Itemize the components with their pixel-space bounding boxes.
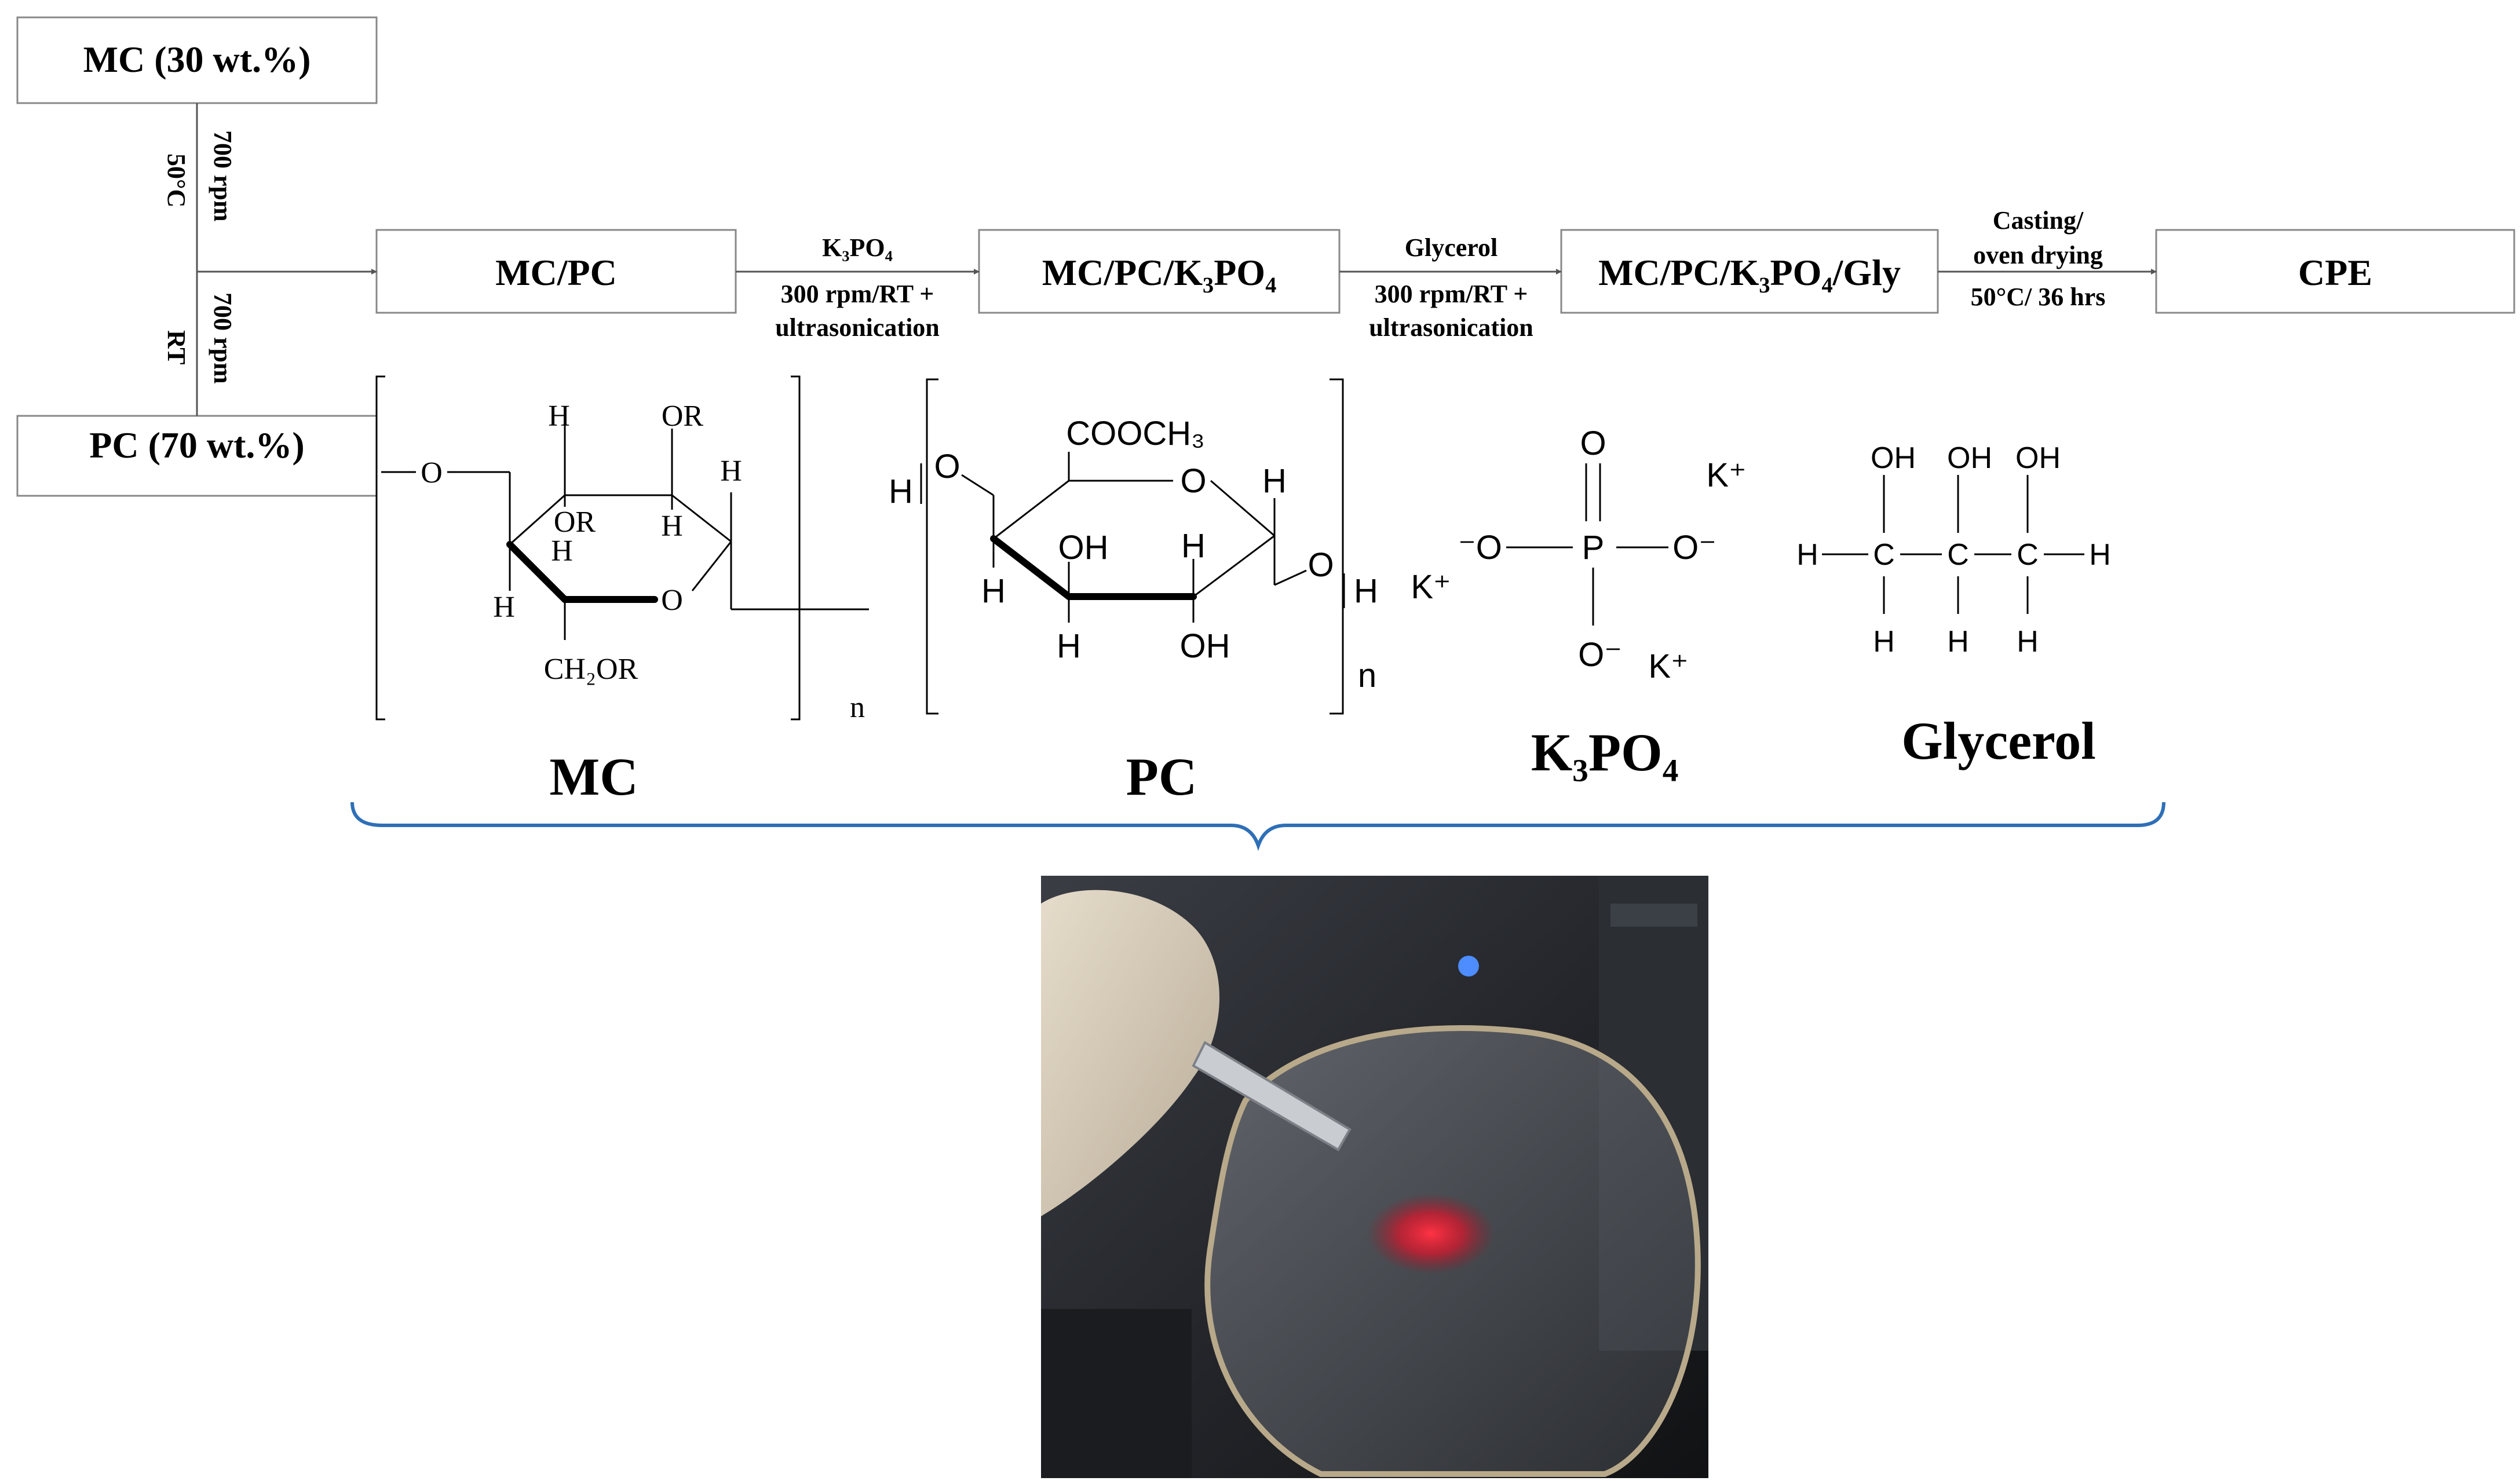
box-mc-pc-k3po4-gly: MC/PC/K₃PO₄/Gly: [1560, 229, 1939, 314]
mc-atom-h-mid-left: H: [551, 535, 573, 568]
grouping-brace: [350, 802, 2165, 851]
pc-atom-oh-bottom: OH: [1180, 627, 1230, 665]
mc-atom-ch2or: CH₂OR: [544, 653, 638, 686]
glycerol-h-bottom-2: H: [1947, 625, 1969, 659]
glycerol-c-3: C: [2017, 538, 2039, 572]
step3-process-2: oven drying: [1973, 241, 2103, 269]
pc-atom-h-left: H: [889, 473, 913, 510]
flow-connectors: [196, 103, 2157, 416]
step2-condition-1: 300 rpm/RT +: [1375, 280, 1528, 308]
pc-structure-label: PC: [1126, 747, 1197, 806]
k3po4-o-left: ⁻O: [1458, 529, 1502, 566]
mc-atom-o-left: O: [421, 456, 443, 489]
photo-led: [1458, 956, 1479, 977]
glycerol-oh-3: OH: [2015, 441, 2061, 475]
box-cpe-label: CPE: [2298, 252, 2372, 293]
k3po4-o-right: O⁻: [1672, 529, 1716, 566]
photo-keyboard: [1041, 1309, 1192, 1478]
pc-speed-label: 700 rpm: [209, 292, 237, 384]
box-mc-pc-k3po4: MC/PC/K₃PO₄: [978, 229, 1341, 314]
glycerol-structure-label: Glycerol: [1901, 711, 2096, 770]
photo-gloved-hand: [1041, 890, 1219, 1216]
box-mc-pc-k3po4-gly-label: MC/PC/K₃PO₄/Gly: [1598, 252, 1901, 293]
pc-atom-h-bottom: H: [1057, 627, 1081, 665]
k3po4-k-left: K⁺: [1411, 568, 1451, 606]
glycerol-h-right: H: [2089, 538, 2111, 572]
step3-process-1: Casting/: [1993, 206, 2084, 235]
box-mc-label: MC (30 wt.%): [83, 39, 311, 80]
step1-condition-2: ultrasonication: [775, 313, 940, 342]
mc-speed-label: 700 rpm: [209, 130, 237, 222]
mc-atom-h-bottom-left: H: [493, 591, 515, 624]
box-mc-pc-label: MC/PC: [495, 252, 617, 293]
mc-structure-label: MC: [549, 747, 638, 806]
pc-atom-h-right: H: [1354, 572, 1378, 610]
k3po4-o-bottom: O⁻: [1578, 636, 1622, 674]
mc-temp-label: 50°C: [162, 153, 191, 207]
mc-subscript-n: n: [850, 691, 865, 724]
pc-structure: H O COOCH₃ O H OH H H H OH O H n: [889, 378, 1378, 715]
pc-left-bracket: [926, 378, 938, 715]
glycerol-oh-1: OH: [1871, 441, 1916, 475]
pc-atom-o-right: O: [1308, 546, 1334, 584]
glycerol-h-bottom-1: H: [1873, 625, 1895, 659]
box-pc: PC (70 wt.%): [16, 415, 378, 497]
pc-right-bracket: [1330, 378, 1344, 715]
pc-atom-h-mid-right: H: [1181, 527, 1206, 565]
box-mc: MC (30 wt.%): [16, 16, 378, 104]
k3po4-atom-o-top: O: [1580, 425, 1606, 462]
step1-condition-1: 300 rpm/RT +: [781, 280, 934, 308]
pc-subscript-n: n: [1358, 657, 1376, 694]
pc-temp-label: RT: [162, 330, 191, 365]
mc-right-bracket: [791, 375, 801, 721]
glycerol-c-1: C: [1873, 538, 1895, 572]
mc-structure: O H OR H OR H H H O CH₂OR n: [375, 375, 869, 724]
glycerol-h-bottom-3: H: [2017, 625, 2039, 659]
glycerol-oh-2: OH: [1947, 441, 1992, 475]
pc-atom-oh-mid: OH: [1058, 529, 1109, 566]
box-mc-pc-k3po4-label: MC/PC/K₃PO₄: [1042, 252, 1277, 293]
box-cpe: CPE: [2155, 229, 2515, 314]
k3po4-structure-label: K₃PO₄: [1531, 723, 1678, 782]
glycerol-h-left: H: [1796, 538, 1818, 572]
k3po4-structure: O K⁺ ⁻O P O⁻ K⁺ O⁻ K⁺: [1411, 425, 1746, 685]
k3po4-k-top-right: K⁺: [1706, 456, 1746, 494]
step1-reagent: K₃PO₄: [822, 233, 893, 262]
pc-atom-h-right-top: H: [1262, 462, 1287, 500]
mc-left-bracket: [375, 375, 385, 721]
step2-reagent: Glycerol: [1405, 233, 1498, 262]
pc-atom-o-ring: O: [1180, 462, 1206, 500]
glycerol-structure: OH OH OH H C C C H H H H: [1796, 441, 2111, 659]
pc-atom-cooch3: COOCH₃: [1066, 415, 1205, 452]
mc-atom-h-mid-right: H: [661, 510, 683, 543]
box-pc-label: PC (70 wt.%): [89, 425, 304, 466]
photo-laser-spot: [1367, 1193, 1495, 1274]
box-mc-pc: MC/PC: [375, 229, 737, 314]
photo-tweezers: [1192, 1041, 1352, 1151]
pc-atom-h-bottom-left: H: [981, 572, 1006, 610]
step2-condition-2: ultrasonication: [1369, 313, 1533, 342]
glycerol-c-2: C: [1947, 538, 1969, 572]
mc-atom-or-top-right: OR: [662, 400, 704, 433]
mc-atom-h-top-left: H: [548, 400, 570, 433]
mc-atom-o-ring: O: [661, 584, 683, 617]
mc-atom-or-mid: OR: [554, 506, 596, 539]
pc-atom-o-left: O: [934, 448, 960, 485]
k3po4-atom-p: P: [1582, 529, 1605, 566]
step3-condition: 50°C/ 36 hrs: [1971, 283, 2106, 311]
k3po4-k-bottom: K⁺: [1648, 648, 1688, 685]
mc-atom-h-right: H: [720, 455, 742, 488]
film-photo: [1041, 876, 1708, 1478]
